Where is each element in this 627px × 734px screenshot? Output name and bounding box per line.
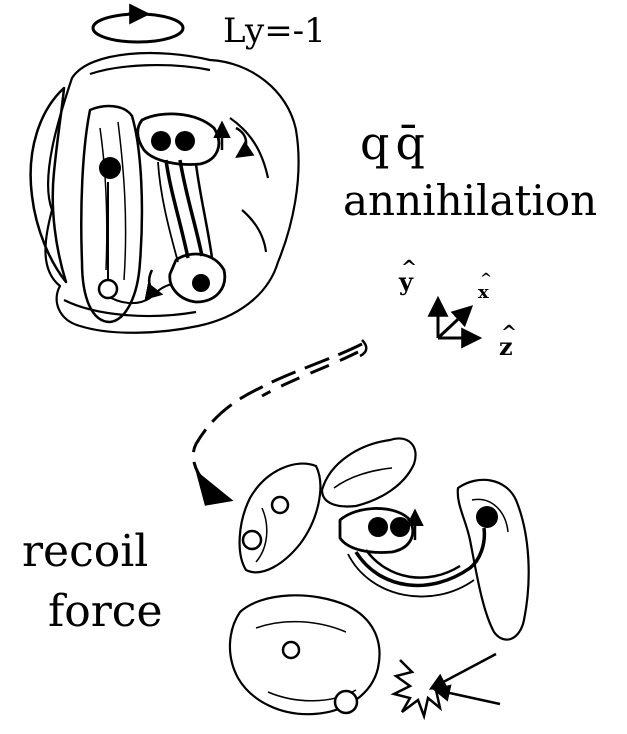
dashed-trajectory-arrow-icon — [193, 340, 366, 504]
axis-x-label: x — [478, 284, 489, 302]
axis-z-label: z — [499, 335, 513, 359]
axis-triad-icon — [438, 300, 478, 338]
rotation-ellipse-icon — [93, 14, 183, 42]
impact-burst-icon — [394, 654, 500, 716]
quark-antiquark-label: qq̄ — [360, 120, 431, 166]
annihilation-label: annihilation — [343, 180, 597, 222]
proton-fragments — [230, 438, 529, 714]
recoil-label: recoil — [22, 530, 148, 574]
force-label: force — [48, 590, 163, 634]
quarks-after — [243, 497, 498, 713]
axis-y-label: y — [399, 270, 413, 294]
angular-momentum-label: Ly=-1 — [223, 14, 326, 48]
proton-before — [31, 53, 299, 333]
